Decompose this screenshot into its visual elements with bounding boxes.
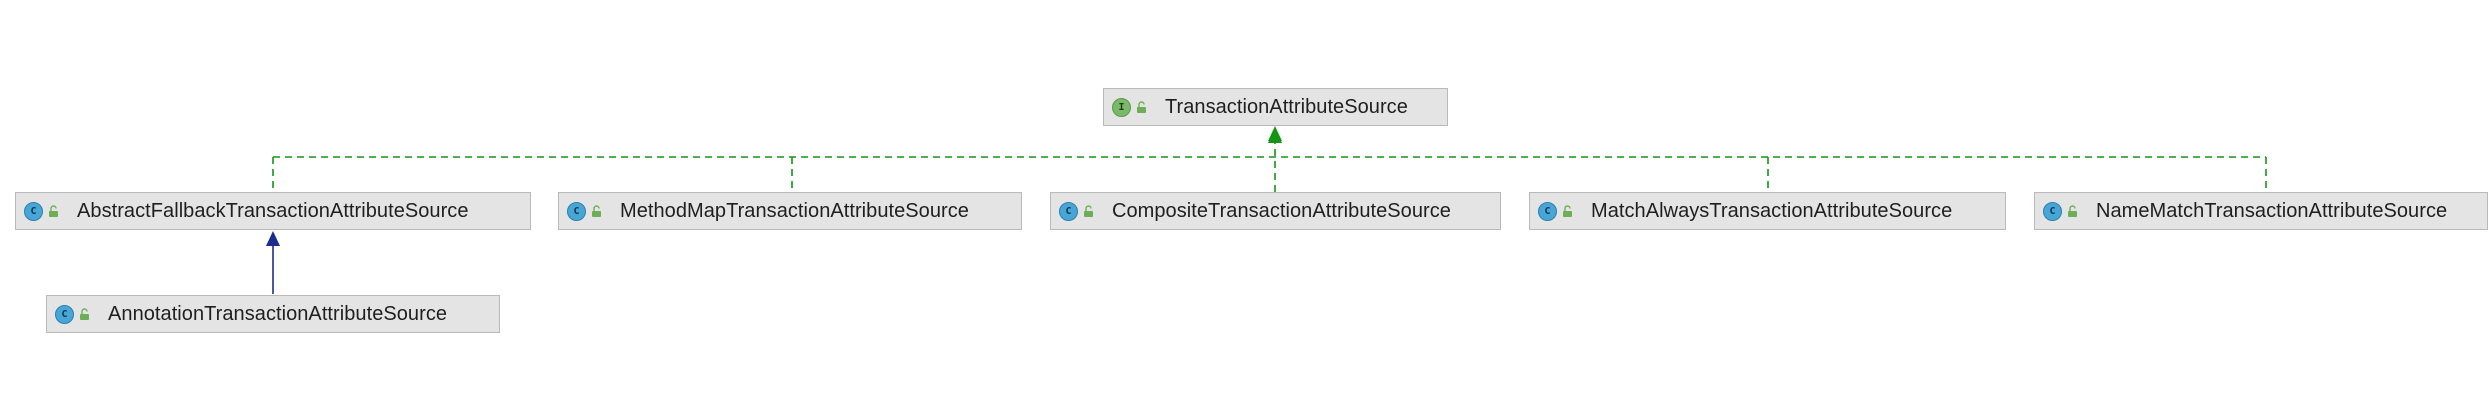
node-match-always-transaction-attribute-source[interactable]: C MatchAlwaysTransactionAttributeSource bbox=[1529, 192, 2006, 230]
public-lock-icon bbox=[49, 204, 58, 217]
node-composite-transaction-attribute-source[interactable]: C CompositeTransactionAttributeSource bbox=[1050, 192, 1501, 230]
node-method-map-transaction-attribute-source[interactable]: C MethodMapTransactionAttributeSource bbox=[558, 192, 1022, 230]
public-lock-icon bbox=[1084, 204, 1093, 217]
class-icon: C bbox=[24, 201, 43, 221]
node-label: NameMatchTransactionAttributeSource bbox=[2096, 199, 2448, 222]
node-annotation-transaction-attribute-source[interactable]: C AnnotationTransactionAttributeSource bbox=[46, 295, 500, 333]
node-label: AnnotationTransactionAttributeSource bbox=[108, 302, 448, 325]
public-lock-icon bbox=[2068, 204, 2077, 217]
extends-arrowhead bbox=[266, 231, 280, 246]
public-lock-icon bbox=[1563, 204, 1572, 217]
node-transaction-attribute-source[interactable]: I TransactionAttributeSource bbox=[1103, 88, 1448, 126]
node-abstract-fallback-transaction-attribute-source[interactable]: C AbstractFallbackTransactionAttributeSo… bbox=[15, 192, 531, 230]
node-label: CompositeTransactionAttributeSource bbox=[1112, 199, 1451, 222]
interface-icon: I bbox=[1112, 97, 1131, 117]
node-label: MatchAlwaysTransactionAttributeSource bbox=[1591, 199, 1953, 222]
implements-arrowhead bbox=[1268, 126, 1282, 141]
class-icon: C bbox=[55, 304, 74, 324]
node-label: AbstractFallbackTransactionAttributeSour… bbox=[77, 199, 469, 222]
public-lock-icon bbox=[80, 307, 89, 320]
implements-edges bbox=[272, 156, 2267, 192]
public-lock-icon bbox=[592, 204, 601, 217]
class-icon: C bbox=[2043, 201, 2062, 221]
node-name-match-transaction-attribute-source[interactable]: C NameMatchTransactionAttributeSource bbox=[2034, 192, 2488, 230]
public-lock-icon bbox=[1137, 100, 1146, 113]
class-icon: C bbox=[1059, 201, 1078, 221]
class-icon: C bbox=[567, 201, 586, 221]
node-label: TransactionAttributeSource bbox=[1165, 95, 1408, 118]
node-label: MethodMapTransactionAttributeSource bbox=[620, 199, 969, 222]
class-icon: C bbox=[1538, 201, 1557, 221]
